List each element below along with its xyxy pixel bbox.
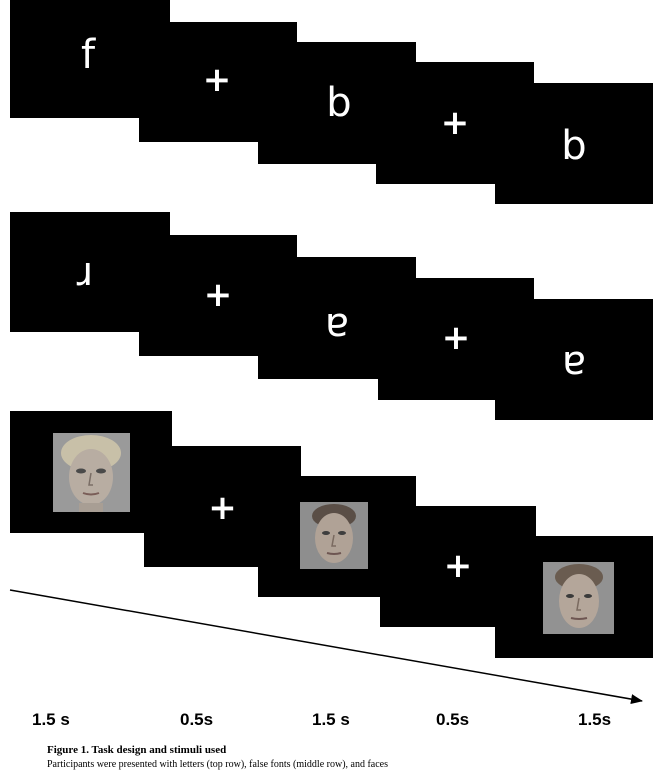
fixation-cross: +	[202, 60, 232, 100]
letter-stimulus: b	[561, 123, 587, 169]
fixation-cross: +	[443, 546, 473, 586]
false-font-frame-5: ɐ	[495, 299, 653, 420]
letter-stimulus: f	[80, 32, 96, 78]
female-face-photo	[53, 433, 130, 512]
face-image	[300, 502, 368, 569]
timing-label-2: 0.5s	[180, 710, 214, 729]
faces-frame-5	[495, 536, 653, 658]
figure-caption-title: Figure 1. Task design and stimuli used	[47, 744, 227, 756]
face-image	[53, 433, 130, 512]
male-face-photo	[300, 502, 368, 569]
timing-label-4: 0.5s	[436, 710, 470, 729]
fixation-cross: +	[441, 318, 471, 358]
fixation-cross: +	[208, 488, 237, 528]
fixation-cross: +	[440, 103, 470, 143]
timing-label-1: 1.5 s	[32, 710, 70, 729]
false-font-stimulus: ɹ	[76, 249, 94, 295]
male-face-photo	[543, 562, 614, 634]
timing-label-3: 1.5 s	[312, 710, 350, 729]
letters-frame-5: b	[495, 83, 653, 204]
false-font-stimulus: ɐ	[561, 338, 586, 384]
timing-label-5: 1.5s	[578, 710, 612, 729]
letter-stimulus: b	[326, 80, 352, 126]
face-image	[543, 562, 614, 634]
figure-caption-body: Participants were presented with letters…	[47, 759, 388, 770]
false-font-stimulus: ɐ	[324, 300, 349, 346]
fixation-cross: +	[203, 275, 233, 315]
